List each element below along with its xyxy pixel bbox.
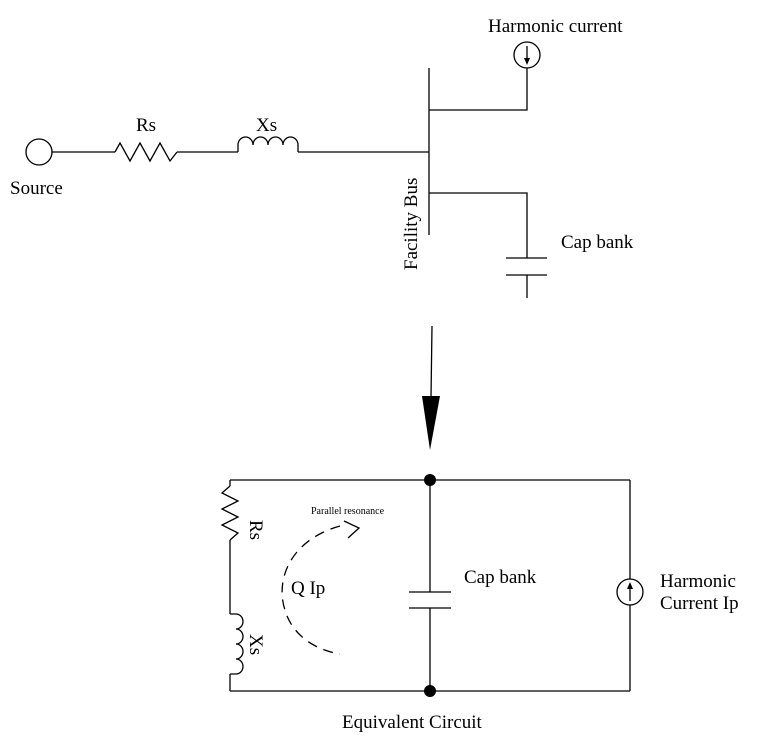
cap-label: Cap bank: [561, 232, 634, 253]
resistor-rs: [114, 141, 178, 163]
inductor-xs: [237, 136, 299, 152]
arrow-head: [627, 582, 633, 589]
wire: [429, 68, 528, 111]
source-label: Source: [10, 178, 63, 199]
inductor-label: Xs: [256, 115, 277, 136]
resistor-label: Rs: [136, 115, 156, 136]
transform-arrow: [422, 325, 440, 450]
equivalent-circuit-title: Equivalent Circuit: [342, 712, 483, 733]
q-ip-label: Q Ip: [291, 578, 325, 599]
harmonic-current-source: [513, 41, 541, 69]
harmonic-label: Harmonic current: [488, 16, 623, 37]
bus-label: Facility Bus: [401, 178, 422, 270]
resonance-label: Parallel resonance: [311, 506, 385, 517]
inductor-xs: [230, 613, 244, 675]
inductor-label: Xs: [245, 634, 266, 655]
equivalent-circuit: Rs Xs Parallel resonance Q Ip Cap bank H…: [220, 474, 739, 733]
resistor-label: Rs: [245, 520, 266, 540]
top-circuit: Source Rs Xs Facility Bus Harmonic curre…: [10, 16, 634, 298]
arrow-right-icon: [343, 520, 361, 539]
arrow-head: [524, 58, 530, 65]
harmonic-label-line2: Current Ip: [660, 593, 739, 614]
arrow-down-icon: [422, 396, 440, 450]
wire: [429, 192, 528, 258]
resonance-loop: [281, 525, 341, 655]
cap-label: Cap bank: [464, 567, 537, 588]
node-top: [424, 474, 436, 486]
node-bottom: [424, 685, 436, 697]
resistor-rs: [220, 485, 240, 541]
harmonic-label-line1: Harmonic: [660, 571, 736, 592]
source-symbol: [25, 138, 53, 166]
